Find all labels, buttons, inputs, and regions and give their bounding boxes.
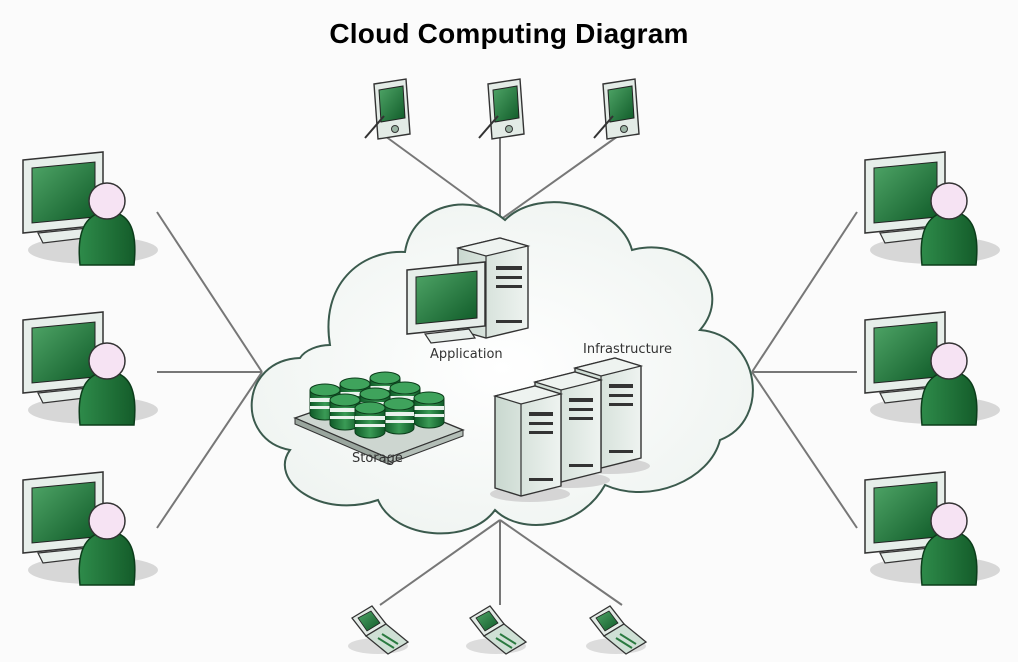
pda-device-icon (364, 78, 411, 140)
mobile-phone-icon (585, 605, 647, 655)
storage-array-icon (293, 371, 465, 465)
application-computer-icon (406, 237, 531, 344)
user-workstation-icon (22, 311, 159, 426)
user-workstation-icon (22, 471, 159, 586)
mobile-phone-icon (347, 605, 409, 655)
application-label: Application (430, 347, 503, 362)
user-workstation-icon (864, 311, 1001, 426)
user-workstation-icon (864, 471, 1001, 586)
diagram-title: Cloud Computing Diagram (329, 18, 689, 49)
pda-device-icon (478, 78, 525, 140)
storage-label: Storage (352, 451, 403, 466)
pda-device-icon (593, 78, 640, 140)
user-workstation-icon (22, 151, 159, 266)
connection-lines (156, 135, 858, 606)
mobile-phone-icon (465, 605, 527, 655)
user-workstation-icon (864, 151, 1001, 266)
infrastructure-label: Infrastructure (583, 342, 672, 357)
